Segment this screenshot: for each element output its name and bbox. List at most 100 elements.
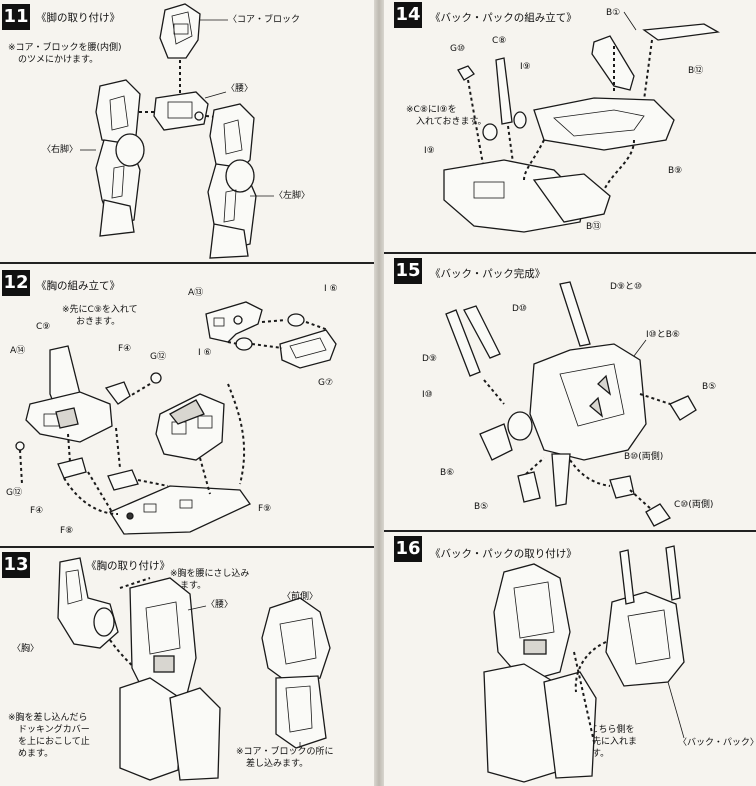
step-12-illustration (15, 301, 337, 535)
c10-part (645, 503, 671, 527)
step-14-panel: 14 《バック・パックの組み立て》 ※C⑧にI⑨を 入れておきます。 (384, 0, 756, 250)
front-label: 〈前側〉 (282, 592, 319, 602)
waist-part (153, 91, 209, 131)
step-13-note-bottom: ※コア・ブロックの所に 差し込みます。 (236, 747, 334, 769)
f4-top-label: F④ (118, 344, 132, 354)
c10-label: C⑩(両側) (674, 500, 714, 510)
i10-label: I⑩ (422, 390, 433, 400)
i6-left-part (235, 337, 253, 351)
b5-bottom-label: B⑤ (474, 502, 489, 512)
step-11-number: 11 (2, 4, 30, 30)
left-leg-part (207, 103, 257, 259)
f8-label: F⑧ (60, 526, 74, 536)
step-13-panel: 13 《胸の取り付け》 ※胸を腰にさし込み ます。 ※胸を差し込んだら ドッキン… (0, 548, 374, 786)
step-15-number: 15 (394, 258, 422, 284)
step-12-note: ※先にC⑨を入れて おきます。 (62, 305, 138, 327)
step-15-illustration (445, 281, 697, 527)
chest-part (57, 557, 119, 649)
waist-label: 〈腰〉 (226, 84, 254, 94)
divider-14-15 (384, 252, 756, 254)
page-gutter (374, 0, 384, 786)
g7-part (279, 329, 337, 369)
step-13-note-left: ※胸を差し込んだら ドッキングカバー を上におこして止 めます。 (8, 713, 90, 759)
robot-body-part (483, 563, 597, 783)
step-15-title: 《バック・パック完成》 (430, 268, 546, 280)
b1-part (591, 35, 635, 91)
f4-bottom-label: F④ (30, 506, 44, 516)
d9-10-label: D⑨と⑩ (610, 282, 643, 292)
i10-part (507, 411, 533, 441)
i6-left-label: I ⑥ (198, 348, 212, 358)
step-12-panel: 12 《胸の組み立て》 ※先にC⑨を入れて おきます。 (0, 264, 374, 544)
f9-label: F⑨ (258, 504, 272, 514)
a13-label: A⑬ (188, 288, 204, 298)
f4-bottom-part (107, 469, 139, 491)
d9-label: D⑨ (422, 354, 437, 364)
b5-right-label: B⑤ (702, 382, 717, 392)
front-view-part (261, 597, 331, 749)
step-14-note: ※C⑧にI⑨を 入れておきます。 (406, 105, 487, 127)
g12-left-part (15, 441, 25, 451)
chest-front-part (25, 345, 131, 443)
divider-15-16 (384, 530, 756, 532)
g12-top-label: G⑫ (150, 352, 166, 362)
chest-label: 〈胸〉 (12, 644, 40, 654)
waist-label-13: 〈腰〉 (206, 600, 234, 610)
step-12-number: 12 (2, 270, 30, 296)
step-12-title: 《胸の組み立て》 (36, 280, 120, 292)
f4-left-part (57, 457, 87, 479)
divider-11-12 (0, 262, 374, 264)
step-14-number: 14 (394, 2, 422, 28)
divider-12-13 (0, 546, 374, 548)
b13-tray-part (443, 159, 611, 233)
i9-label: I⑨ (520, 62, 531, 72)
b5-right-part (669, 395, 697, 421)
i9-part (513, 111, 527, 129)
step-13-note-top: ※胸を腰にさし込み ます。 (170, 569, 250, 591)
step-11-title: 《脚の取り付け》 (36, 12, 120, 24)
a13-part (205, 301, 263, 343)
backpack-label: 〈バック・パック〉 (678, 738, 756, 748)
b13-label: B⑬ (586, 222, 602, 232)
right-leg-part (95, 79, 145, 237)
core-block-label: 〈コア・ブロック (228, 15, 301, 25)
c8-label: C⑧ (492, 36, 507, 46)
step-16-panel: 16 《バック・パックの取り付け》 ※こちら側を 先に入れま す。 (384, 532, 756, 786)
b9-frame-part (533, 97, 675, 151)
torso-assembly-part (119, 577, 221, 781)
step-13-number: 13 (2, 552, 30, 578)
d9-10-rod-part (559, 281, 591, 347)
step-14-title: 《バック・パックの組み立て》 (430, 12, 577, 24)
i9-left-part (482, 123, 498, 141)
step-11-note: ※コア・ブロックを腰(内側) のツメにかけます。 (8, 43, 122, 65)
b6-part (479, 423, 513, 461)
step-16-note: ※こちら側を 先に入れま す。 (582, 725, 638, 759)
b1-label: B① (606, 8, 621, 18)
i9-left-label: I⑨ (424, 146, 435, 156)
b12-part (642, 23, 720, 41)
step-16-illustration (483, 545, 685, 783)
f8-base-part (109, 485, 251, 535)
i10-b6-label: I⑩とB⑥ (646, 330, 680, 340)
b12-label: B⑫ (688, 66, 704, 76)
step-16-title: 《バック・パックの取り付け》 (430, 548, 577, 560)
backpack-part (605, 545, 685, 687)
b5-bottom-part (517, 471, 541, 503)
c9-label: C⑨ (36, 322, 51, 332)
step-13-illustration (57, 557, 331, 781)
step-11-panel: 11 《脚の取り付け》 ※コア・ブロックを腰(内側) のツメにかけます。 (0, 0, 374, 262)
a14-label: A⑭ (10, 346, 26, 356)
i6-top-label: I ⑥ (324, 284, 338, 294)
right-leg-label: 〈右脚〉 (42, 145, 79, 155)
step-11-illustration (80, 3, 274, 259)
c8-part (495, 57, 513, 125)
step-15-panel: 15 《バック・パック完成》 (384, 254, 756, 530)
g7-label: G⑦ (318, 378, 334, 388)
g12-left-label: G⑫ (6, 488, 22, 498)
d10-rod-part (463, 305, 501, 359)
b10-part (609, 475, 635, 499)
b10-label: B⑩(両側) (624, 452, 664, 462)
i6-top-part (287, 313, 305, 327)
d9-rod-part (445, 309, 481, 377)
right-page: 14 《バック・パックの組み立て》 ※C⑧にI⑨を 入れておきます。 (384, 0, 756, 786)
